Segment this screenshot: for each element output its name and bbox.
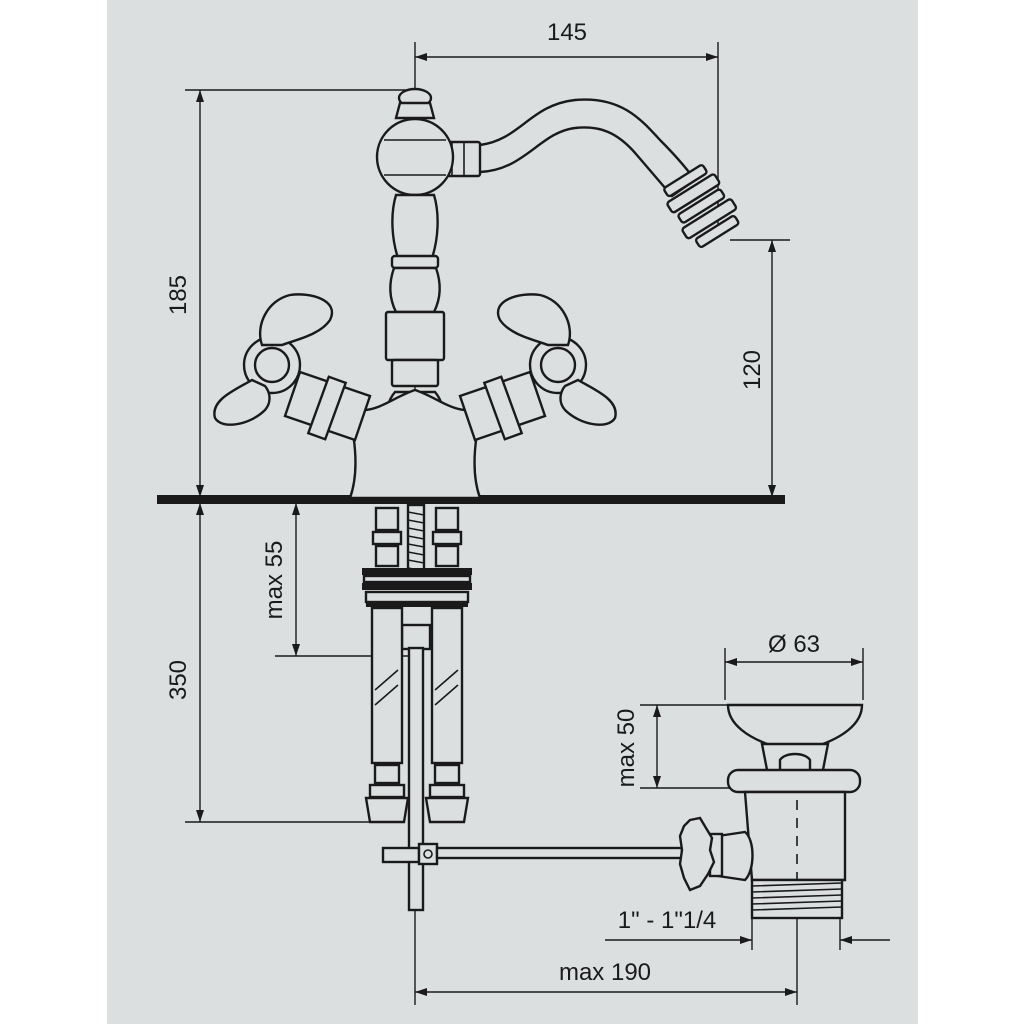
dim-below-deck: 350: [165, 660, 192, 700]
dim-spout-height: 120: [739, 350, 766, 390]
faucet-drawing: [213, 87, 740, 500]
dim-height-total: 185: [165, 275, 192, 315]
dim-max-reach: max 190: [559, 959, 651, 986]
dim-thread: 1" - 1"1/4: [618, 907, 716, 934]
dim-waste-max-height: max 50: [613, 709, 640, 788]
dim-width-top: 145: [547, 19, 587, 46]
waste-assembly: [678, 703, 864, 920]
dim-waste-diameter: Ø 63: [768, 631, 820, 658]
mounting-hardware: [362, 503, 684, 912]
deck-line: [157, 495, 785, 504]
dim-max-thickness: max 55: [261, 541, 288, 620]
